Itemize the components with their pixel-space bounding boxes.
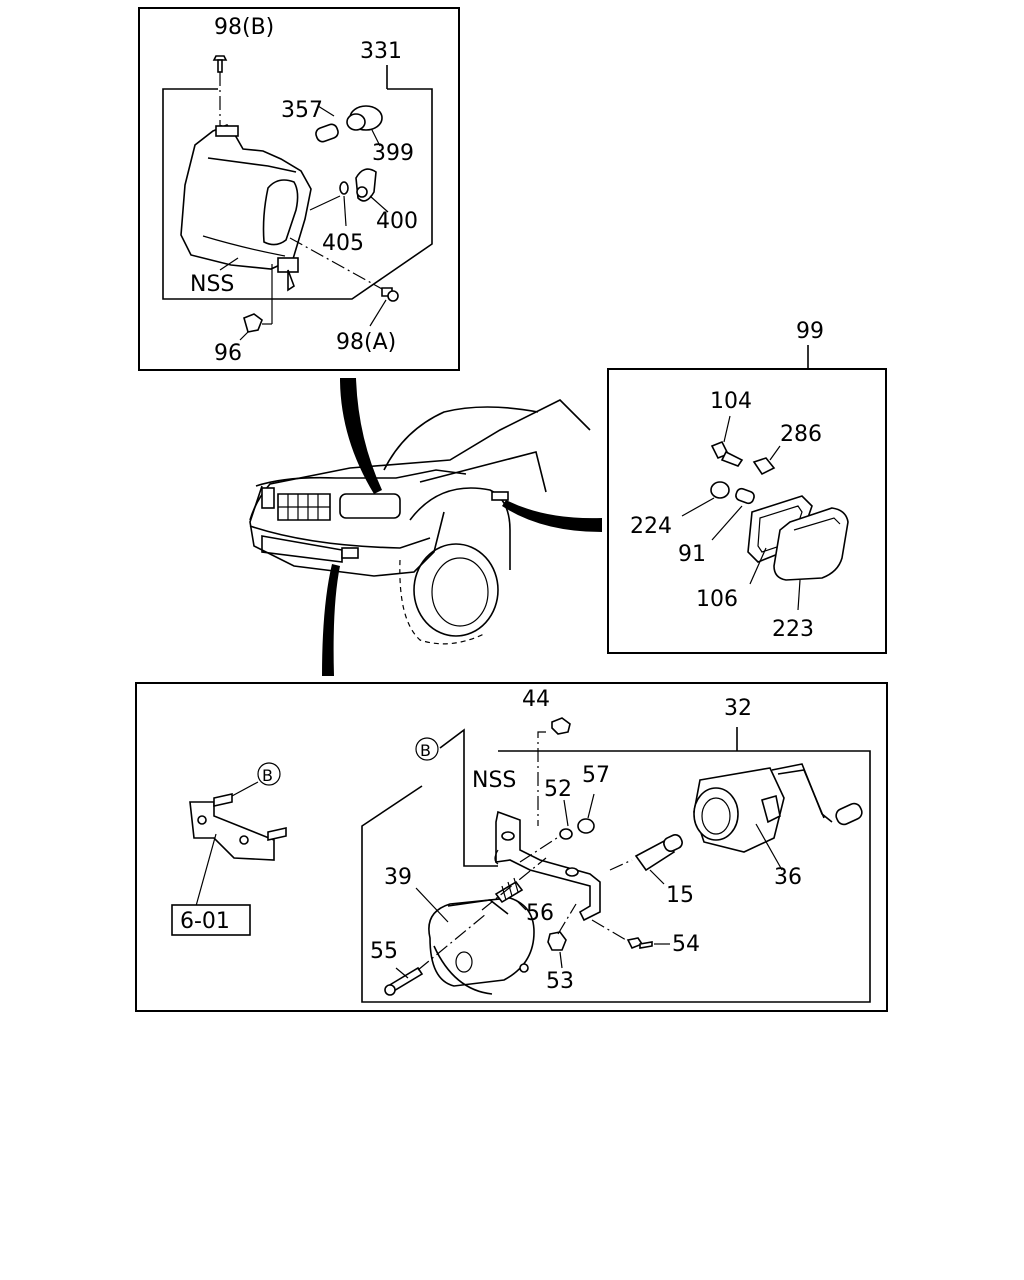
label-99: 99	[796, 319, 824, 344]
label-224: 224	[630, 514, 672, 539]
screw-104	[710, 415, 744, 467]
reference-circle-b-bracket	[257, 762, 281, 786]
label-96: 96	[214, 341, 242, 366]
label-44: 44	[522, 687, 550, 712]
label-104: 104	[710, 389, 752, 414]
socket-400	[355, 168, 389, 213]
bulb-15	[609, 834, 683, 885]
label-106: 106	[696, 587, 738, 612]
socket-224	[681, 481, 730, 517]
part-labels: 98(B) 331 357 399 400 405 NSS 98(A) 96 9…	[180, 15, 824, 994]
label-32: 32	[724, 696, 752, 721]
callout-to-corner-lamp	[340, 378, 382, 494]
label-nss-top: NSS	[190, 272, 234, 297]
bulb-91	[711, 487, 755, 541]
clip-96	[239, 264, 273, 341]
oring-405	[309, 181, 349, 227]
screw-98a	[289, 237, 399, 327]
label-91: 91	[678, 542, 706, 567]
label-b-bracket: B	[262, 766, 273, 785]
label-55: 55	[370, 939, 398, 964]
label-52: 52	[544, 777, 572, 802]
label-405: 405	[322, 231, 364, 256]
screw-54	[591, 919, 670, 950]
screw-98b	[212, 55, 228, 128]
fog-lamp-panel	[135, 682, 888, 1012]
corner-lamp-housing	[180, 124, 312, 292]
callout-to-fog-lamp	[322, 564, 340, 676]
nut-44	[537, 717, 571, 826]
label-b-left: B	[420, 741, 431, 760]
adjuster-spring-56	[481, 857, 547, 911]
reference-circle-b-left	[415, 737, 439, 761]
corner-lamp-panel	[138, 7, 460, 371]
vehicle-grille	[277, 493, 331, 521]
label-nss-bottom: NSS	[472, 768, 516, 793]
label-98a: 98(A)	[336, 330, 396, 355]
label-286: 286	[780, 422, 822, 447]
fog-lamp-39	[415, 887, 535, 995]
label-54: 54	[672, 932, 700, 957]
clip-286	[752, 445, 781, 476]
label-331: 331	[360, 39, 402, 64]
vehicle-front-view	[249, 378, 602, 676]
nut-57	[577, 793, 595, 834]
label-53: 53	[546, 969, 574, 994]
marker-lens-223	[773, 507, 849, 611]
bulb-357	[315, 105, 339, 143]
nut-53	[547, 903, 577, 969]
bracket-6-01	[189, 781, 287, 907]
label-15: 15	[666, 883, 694, 908]
label-223: 223	[772, 617, 814, 642]
fog-lamp-socket-36	[693, 763, 863, 871]
callout-to-side-marker	[502, 500, 602, 532]
label-57: 57	[582, 763, 610, 788]
bolt-55	[384, 913, 487, 996]
side-marker-panel	[607, 345, 887, 654]
label-400: 400	[376, 209, 418, 234]
socket-399	[346, 105, 383, 147]
label-399: 399	[372, 141, 414, 166]
reference-box-6-01	[171, 904, 251, 936]
washer-52	[519, 799, 573, 863]
label-6-01: 6-01	[180, 909, 230, 934]
label-39: 39	[384, 865, 412, 890]
label-56: 56	[526, 901, 554, 926]
label-357: 357	[281, 98, 323, 123]
label-98b: 98(B)	[214, 15, 274, 40]
label-36: 36	[774, 865, 802, 890]
